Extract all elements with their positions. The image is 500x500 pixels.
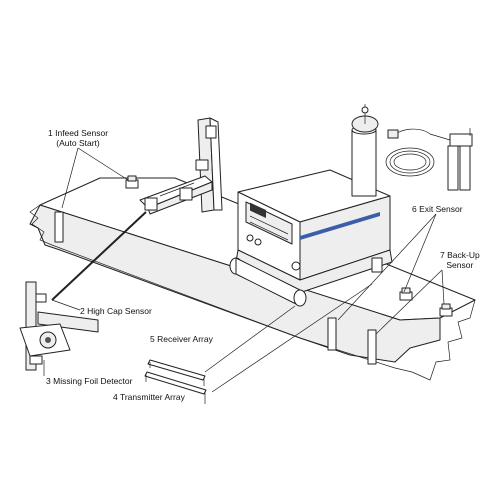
conveyor-clips [54,211,377,365]
high-cap-sensor-text: High Cap Sensor [87,306,152,316]
receiver-array-label: 5 Receiver Array [150,334,213,344]
high-cap-sensor-number: 2 [80,306,85,316]
exit-sensor-label: 6 Exit Sensor [412,204,463,214]
infeed-sensor-title: Infeed Sensor [55,128,109,138]
high-cap-sensor-label: 2 High Cap Sensor [80,306,152,316]
backup-sensor-unit [439,303,453,317]
height-adjust-column [351,104,379,197]
missing-foil-detector-label: 3 Missing Foil Detector [46,376,132,386]
missing-foil-detector-text: Missing Foil Detector [53,376,133,386]
missing-foil-detector-number: 3 [46,376,51,386]
transmitter-array-number: 4 [113,392,118,402]
backup-sensor-subtitle: Sensor [446,260,474,270]
exit-sensor-text: Exit Sensor [419,204,463,214]
backup-sensor-number: 7 [440,250,445,260]
controller-unit [235,169,393,293]
infeed-sensor-subtitle: (Auto Start) [56,138,100,148]
transmitter-array-label: 4 Transmitter Array [113,392,185,402]
sensor-cable-accessory [385,128,473,191]
transmitter-array [144,371,207,404]
leader-lines [43,147,445,393]
receiver-array-text: Receiver Array [157,334,213,344]
receiver-array [147,359,206,386]
infeed-sensor-label: 1 Infeed Sensor (Auto Start) [48,128,108,148]
missing-foil-detector-inset [19,281,99,371]
backup-sensor-label: 7 Back-Up Sensor [440,250,480,270]
receiver-array-number: 5 [150,334,155,344]
exit-sensor-unit [399,287,413,301]
backup-sensor-title: Back-Up [447,250,480,260]
exit-sensor-number: 6 [412,204,417,214]
sealing-head-roller [229,257,383,307]
infeed-sensor-number: 1 [48,128,53,138]
high-cap-sensor-stand [139,117,223,215]
infeed-sensor-unit [125,175,139,189]
transmitter-array-text: Transmitter Array [119,392,185,402]
